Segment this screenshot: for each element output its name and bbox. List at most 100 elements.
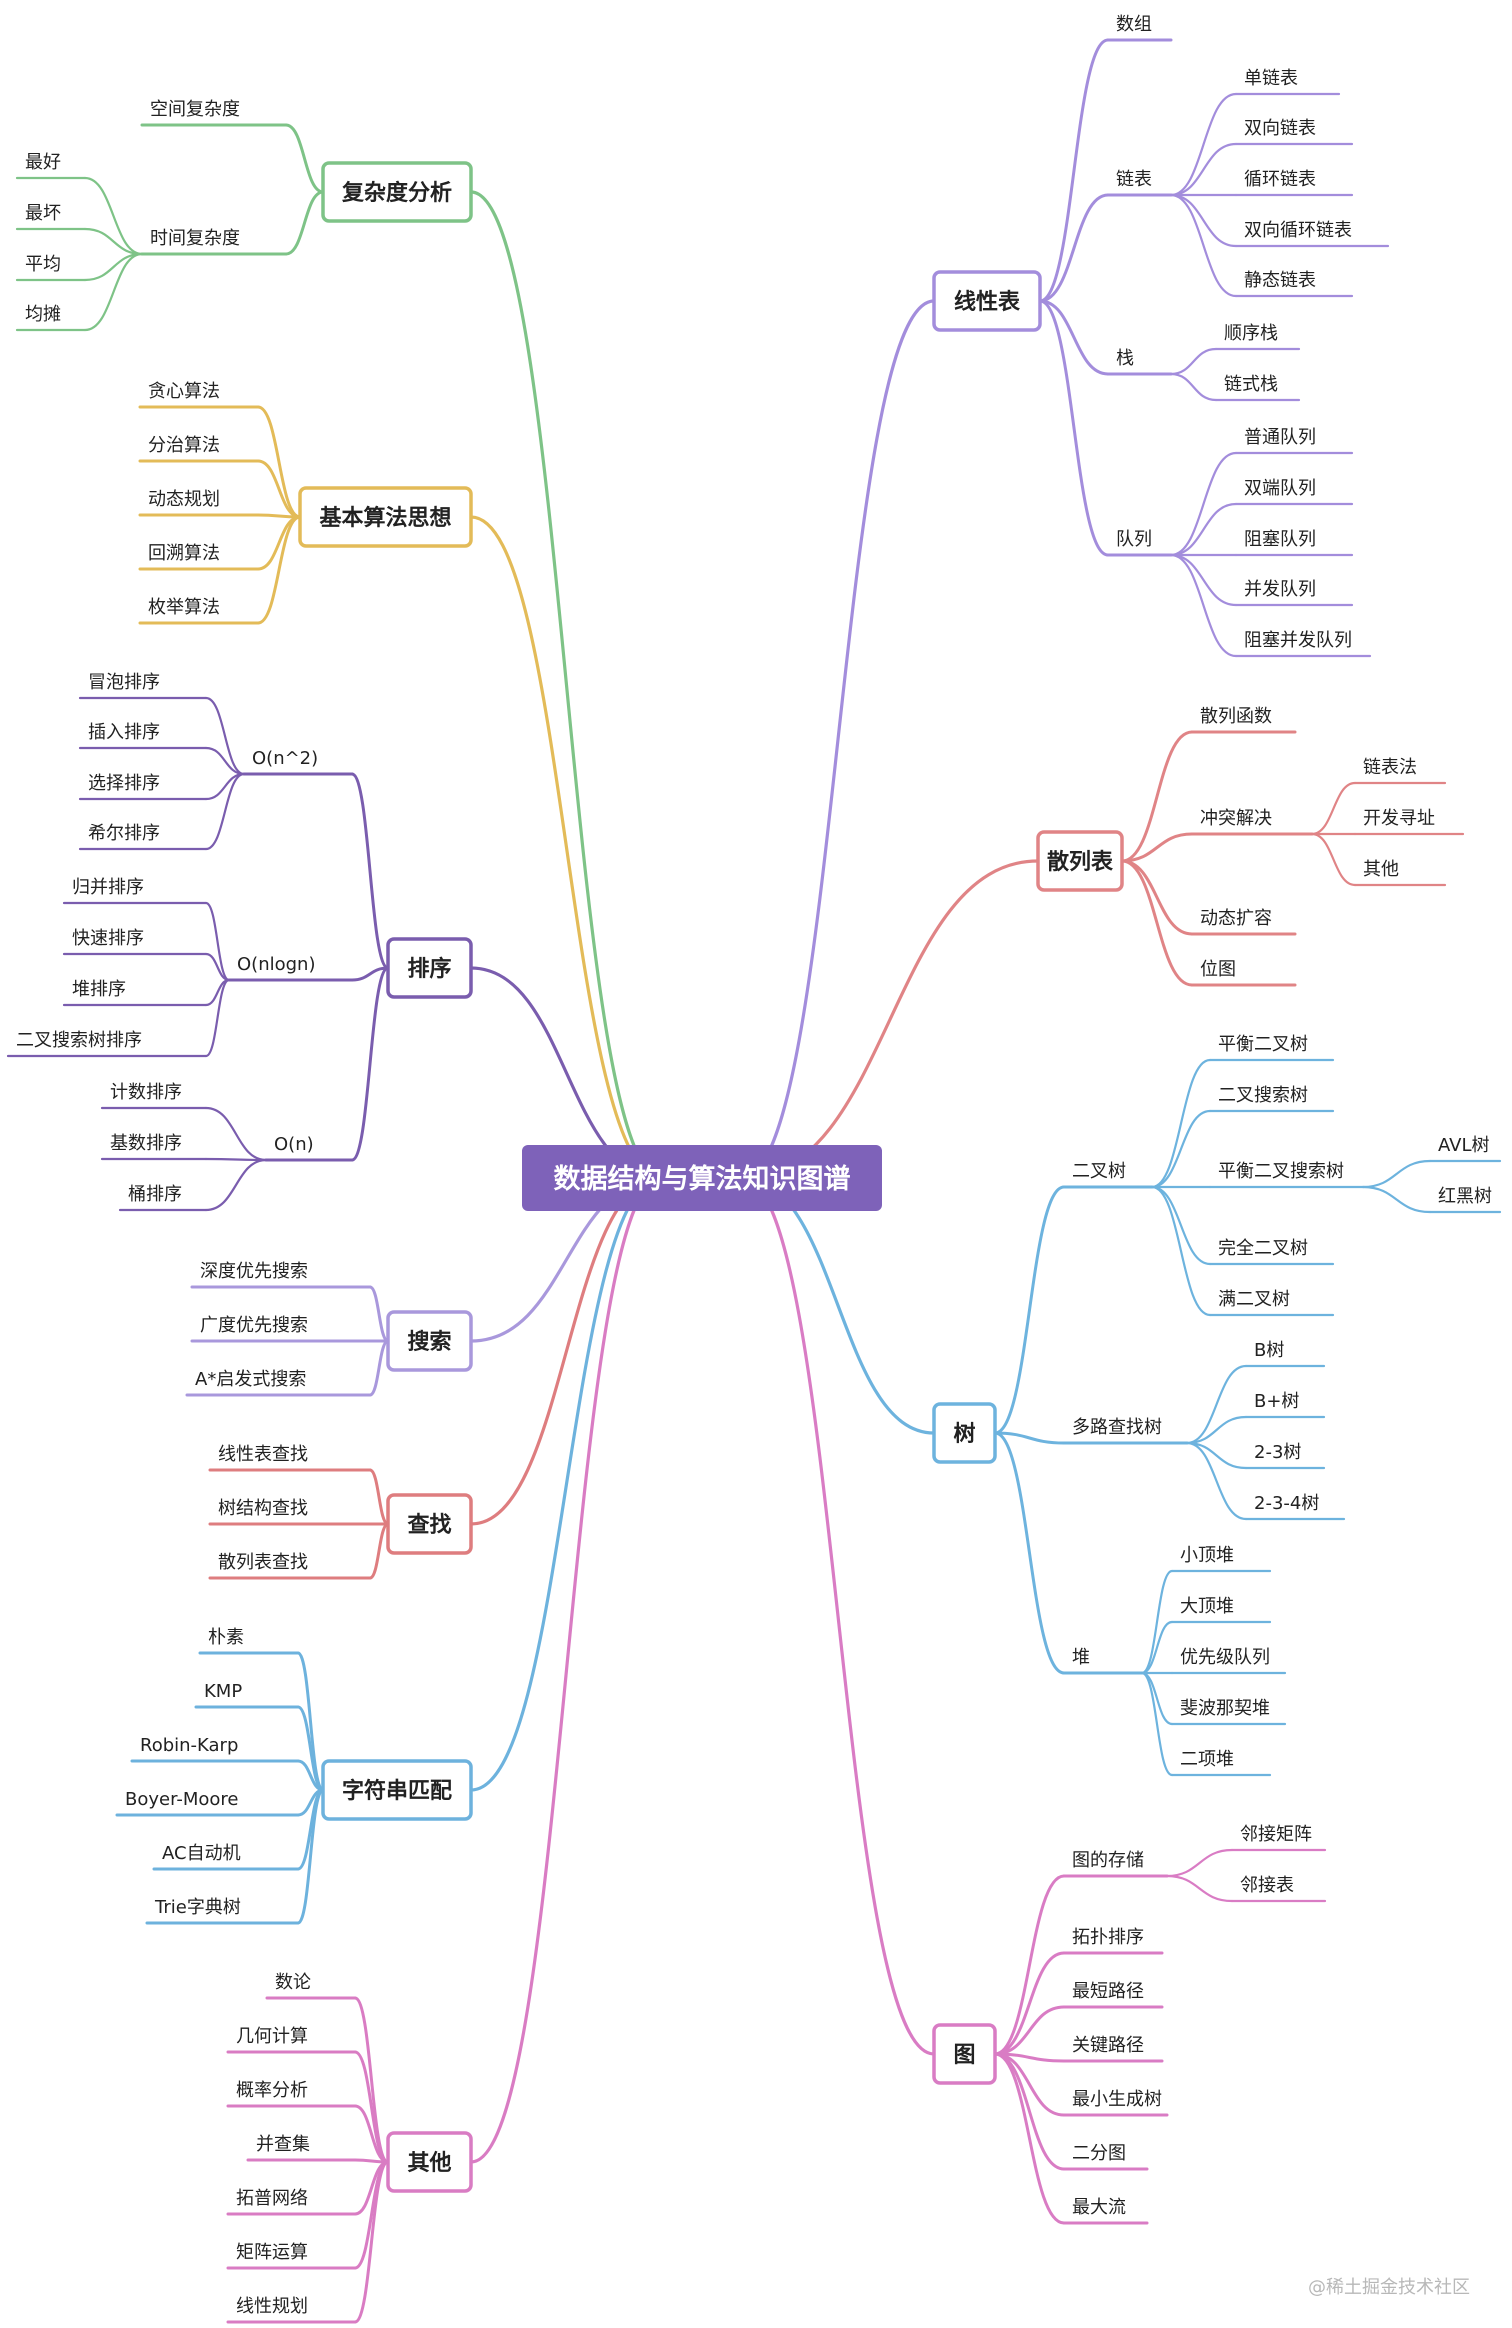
mindmap-node-seq-stack[interactable]: 顺序栈 [1224,323,1278,344]
mindmap-node-bst[interactable]: 二叉搜索树 [1218,1085,1308,1106]
mindmap-node-avg[interactable]: 平均 [25,254,61,275]
branch-string-match[interactable]: 字符串匹配 [321,1759,473,1821]
mindmap-node-array[interactable]: 数组 [1116,14,1152,35]
mindmap-node-union-find[interactable]: 并查集 [256,2134,310,2155]
mindmap-node-bitmap[interactable]: 位图 [1200,959,1236,980]
branch-others[interactable]: 其他 [386,2131,473,2193]
mindmap-node-linked-list[interactable]: 链表 [1116,169,1152,190]
mindmap-node-binary-tree[interactable]: 二叉树 [1072,1161,1126,1182]
mindmap-node-merge[interactable]: 归并排序 [72,877,144,898]
branch-algo-ideas[interactable]: 基本算法思想 [298,486,473,548]
branch-complexity[interactable]: 复杂度分析 [321,161,473,223]
mindmap-node-adj-matrix[interactable]: 邻接矩阵 [1240,1824,1312,1845]
mindmap-node-max-flow[interactable]: 最大流 [1072,2197,1126,2218]
mindmap-node-double-ll[interactable]: 双向链表 [1244,118,1316,139]
mindmap-node-rbt[interactable]: 红黑树 [1438,1186,1492,1207]
mindmap-node-linear-lookup[interactable]: 线性表查找 [218,1444,308,1465]
mindmap-node-linked-stack[interactable]: 链式栈 [1224,374,1278,395]
mindmap-node-rk[interactable]: Robin-Karp [140,1735,238,1756]
mindmap-node-chaining[interactable]: 链表法 [1363,757,1417,778]
mindmap-node-shell[interactable]: 希尔排序 [88,823,160,844]
mindmap-node-number-theory[interactable]: 数论 [275,1972,311,1993]
branch-linear-list[interactable]: 线性表 [932,270,1042,332]
mindmap-node-naive[interactable]: 朴素 [208,1627,244,1648]
mindmap-node-dfs[interactable]: 深度优先搜索 [200,1261,308,1282]
mindmap-node-space[interactable]: 空间复杂度 [150,99,240,120]
mindmap-node-btree[interactable]: B树 [1254,1340,1284,1361]
mindmap-node-on2[interactable]: O(n^2) [252,748,318,769]
mindmap-node-greedy[interactable]: 贪心算法 [148,381,220,402]
mindmap-node-critical-path[interactable]: 关键路径 [1072,2035,1144,2056]
mindmap-node-insertion[interactable]: 插入排序 [88,722,160,743]
branch-search[interactable]: 搜索 [386,1310,473,1372]
mindmap-node-hash-lookup[interactable]: 散列表查找 [218,1552,308,1573]
mindmap-node-divide[interactable]: 分治算法 [148,435,220,456]
mindmap-node-onlogn[interactable]: O(nlogn) [237,954,315,975]
mindmap-node-blocking-concurrent-queue[interactable]: 阻塞并发队列 [1244,630,1352,651]
mindmap-node-graph-storage[interactable]: 图的存储 [1072,1850,1144,1871]
mindmap-node-radix[interactable]: 基数排序 [110,1133,182,1154]
mindmap-node-tree23[interactable]: 2-3树 [1254,1442,1301,1463]
mindmap-node-heap[interactable]: 堆 [1072,1647,1090,1668]
mindmap-node-best[interactable]: 最好 [25,152,61,173]
branch-lookup[interactable]: 查找 [386,1493,473,1555]
mindmap-node-probability[interactable]: 概率分析 [236,2080,308,2101]
mindmap-node-normal-queue[interactable]: 普通队列 [1244,427,1316,448]
mindmap-node-blocking-queue[interactable]: 阻塞队列 [1244,529,1316,550]
mindmap-node-trie[interactable]: Trie字典树 [154,1897,241,1918]
mindmap-node-shortest-path[interactable]: 最短路径 [1072,1981,1144,2002]
mindmap-node-topo-network[interactable]: 拓普网络 [236,2188,308,2209]
mindmap-node-enum[interactable]: 枚举算法 [148,597,220,618]
mindmap-node-hash-func[interactable]: 散列函数 [1200,706,1272,727]
mindmap-node-bucket[interactable]: 桶排序 [128,1184,182,1205]
mindmap-node-concurrent-queue[interactable]: 并发队列 [1244,579,1316,600]
mindmap-node-on[interactable]: O(n) [274,1134,314,1155]
branch-hash-table[interactable]: 散列表 [1036,830,1124,892]
mindmap-node-selection[interactable]: 选择排序 [88,773,160,794]
mindmap-node-complete-bt[interactable]: 完全二叉树 [1218,1238,1308,1259]
mindmap-node-priority-queue[interactable]: 优先级队列 [1180,1647,1270,1668]
mindmap-node-single-ll[interactable]: 单链表 [1244,68,1298,89]
mindmap-node-bfs[interactable]: 广度优先搜索 [200,1315,308,1336]
mindmap-node-backtrack[interactable]: 回溯算法 [148,543,220,564]
mindmap-node-mst[interactable]: 最小生成树 [1072,2089,1162,2110]
branch-tree[interactable]: 树 [932,1402,997,1464]
mindmap-node-bubble[interactable]: 冒泡排序 [88,672,160,693]
mindmap-node-collision[interactable]: 冲突解决 [1200,808,1272,829]
mindmap-node-queue[interactable]: 队列 [1116,529,1152,550]
mindmap-node-circular-ll[interactable]: 循环链表 [1244,169,1316,190]
mindmap-node-matrix[interactable]: 矩阵运算 [236,2242,308,2263]
mindmap-node-full-bt[interactable]: 满二叉树 [1218,1289,1290,1310]
mindmap-node-kmp[interactable]: KMP [204,1681,242,1702]
mindmap-node-ac[interactable]: AC自动机 [162,1843,241,1864]
mindmap-node-multiway-tree[interactable]: 多路查找树 [1072,1417,1162,1438]
mindmap-node-counting[interactable]: 计数排序 [110,1082,182,1103]
mindmap-node-binomial-heap[interactable]: 二项堆 [1180,1749,1234,1770]
mindmap-node-worst[interactable]: 最坏 [25,203,61,224]
mindmap-node-time[interactable]: 时间复杂度 [150,228,240,249]
mindmap-node-min-heap[interactable]: 小顶堆 [1180,1545,1234,1566]
mindmap-node-balanced-bt[interactable]: 平衡二叉树 [1218,1034,1308,1055]
mindmap-node-dynamic-resize[interactable]: 动态扩容 [1200,908,1272,929]
mindmap-node-amortized[interactable]: 均摊 [25,304,61,325]
mindmap-node-double-circular-ll[interactable]: 双向循环链表 [1244,220,1352,241]
branch-sorting[interactable]: 排序 [386,937,473,999]
mindmap-node-deque[interactable]: 双端队列 [1244,478,1316,499]
mindmap-node-astar[interactable]: A*启发式搜索 [195,1369,306,1390]
mindmap-node-balanced-bst[interactable]: 平衡二叉搜索树 [1218,1161,1344,1182]
root-node[interactable]: 数据结构与算法知识图谱 [522,1145,882,1211]
mindmap-node-bm[interactable]: Boyer-Moore [125,1789,238,1810]
mindmap-node-open-addressing[interactable]: 开发寻址 [1363,808,1435,829]
mindmap-node-tree234[interactable]: 2-3-4树 [1254,1493,1319,1514]
mindmap-node-max-heap[interactable]: 大顶堆 [1180,1596,1234,1617]
mindmap-node-tree-lookup[interactable]: 树结构查找 [218,1498,308,1519]
mindmap-node-stack[interactable]: 栈 [1116,348,1134,369]
mindmap-node-geometry[interactable]: 几何计算 [236,2026,308,2047]
mindmap-node-lp[interactable]: 线性规划 [236,2296,308,2317]
mindmap-node-heapsort[interactable]: 堆排序 [72,979,126,1000]
mindmap-node-avl[interactable]: AVL树 [1438,1135,1490,1156]
mindmap-node-bst-sort[interactable]: 二叉搜索树排序 [16,1030,142,1051]
mindmap-node-topo-sort[interactable]: 拓扑排序 [1072,1927,1144,1948]
mindmap-node-bplustree[interactable]: B+树 [1254,1391,1299,1412]
mindmap-node-quick[interactable]: 快速排序 [72,928,144,949]
